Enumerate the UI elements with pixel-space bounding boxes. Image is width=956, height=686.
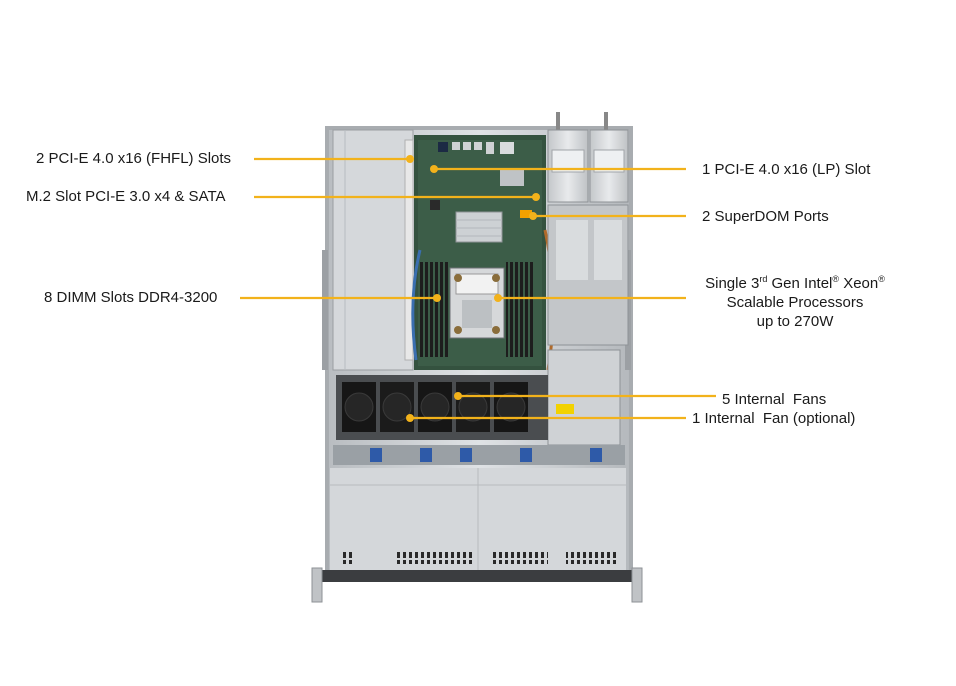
- processor-line-2: Scalable Processors: [726, 294, 864, 311]
- processor-line-3: up to 270W: [756, 313, 834, 330]
- label-optional-fan: 1 Internal Fan (optional): [692, 410, 856, 427]
- label-dimm-slots: 8 DIMM Slots DDR4-3200: [44, 289, 218, 306]
- motherboard: [411, 135, 555, 371]
- label-m2-slot: M.2 Slot PCI-E 3.0 x4 & SATA: [26, 188, 226, 205]
- label-internal-fans: 5 Internal Fans: [722, 391, 827, 408]
- label-pcie-lp: 1 PCI-E 4.0 x16 (LP) Slot: [702, 161, 871, 178]
- leader-lines: [240, 155, 716, 422]
- label-superdom: 2 SuperDOM Ports: [702, 208, 829, 225]
- label-pcie-fhfl: 2 PCI-E 4.0 x16 (FHFL) Slots: [36, 150, 232, 167]
- label-processor: Single 3rd Gen Intel® Xeon® Scalable Pro…: [690, 274, 900, 331]
- leader-dot-internal-fans: [454, 392, 462, 400]
- leader-dot-dimm-slots: [433, 294, 441, 302]
- power-supplies: [547, 112, 629, 446]
- leader-dot-optional-fan: [406, 414, 414, 422]
- leader-dot-superdom: [529, 212, 537, 220]
- fan-array: [336, 375, 548, 440]
- leader-dot-processor: [494, 294, 502, 302]
- leader-dot-pcie-lp: [430, 165, 438, 173]
- processor-line-1: Single 3rd Gen Intel® Xeon®: [705, 274, 885, 293]
- leader-dot-m2-slot: [532, 193, 540, 201]
- backplane: [333, 445, 625, 465]
- drive-bay: [311, 468, 643, 603]
- leader-dot-pcie-fhfl: [406, 155, 414, 163]
